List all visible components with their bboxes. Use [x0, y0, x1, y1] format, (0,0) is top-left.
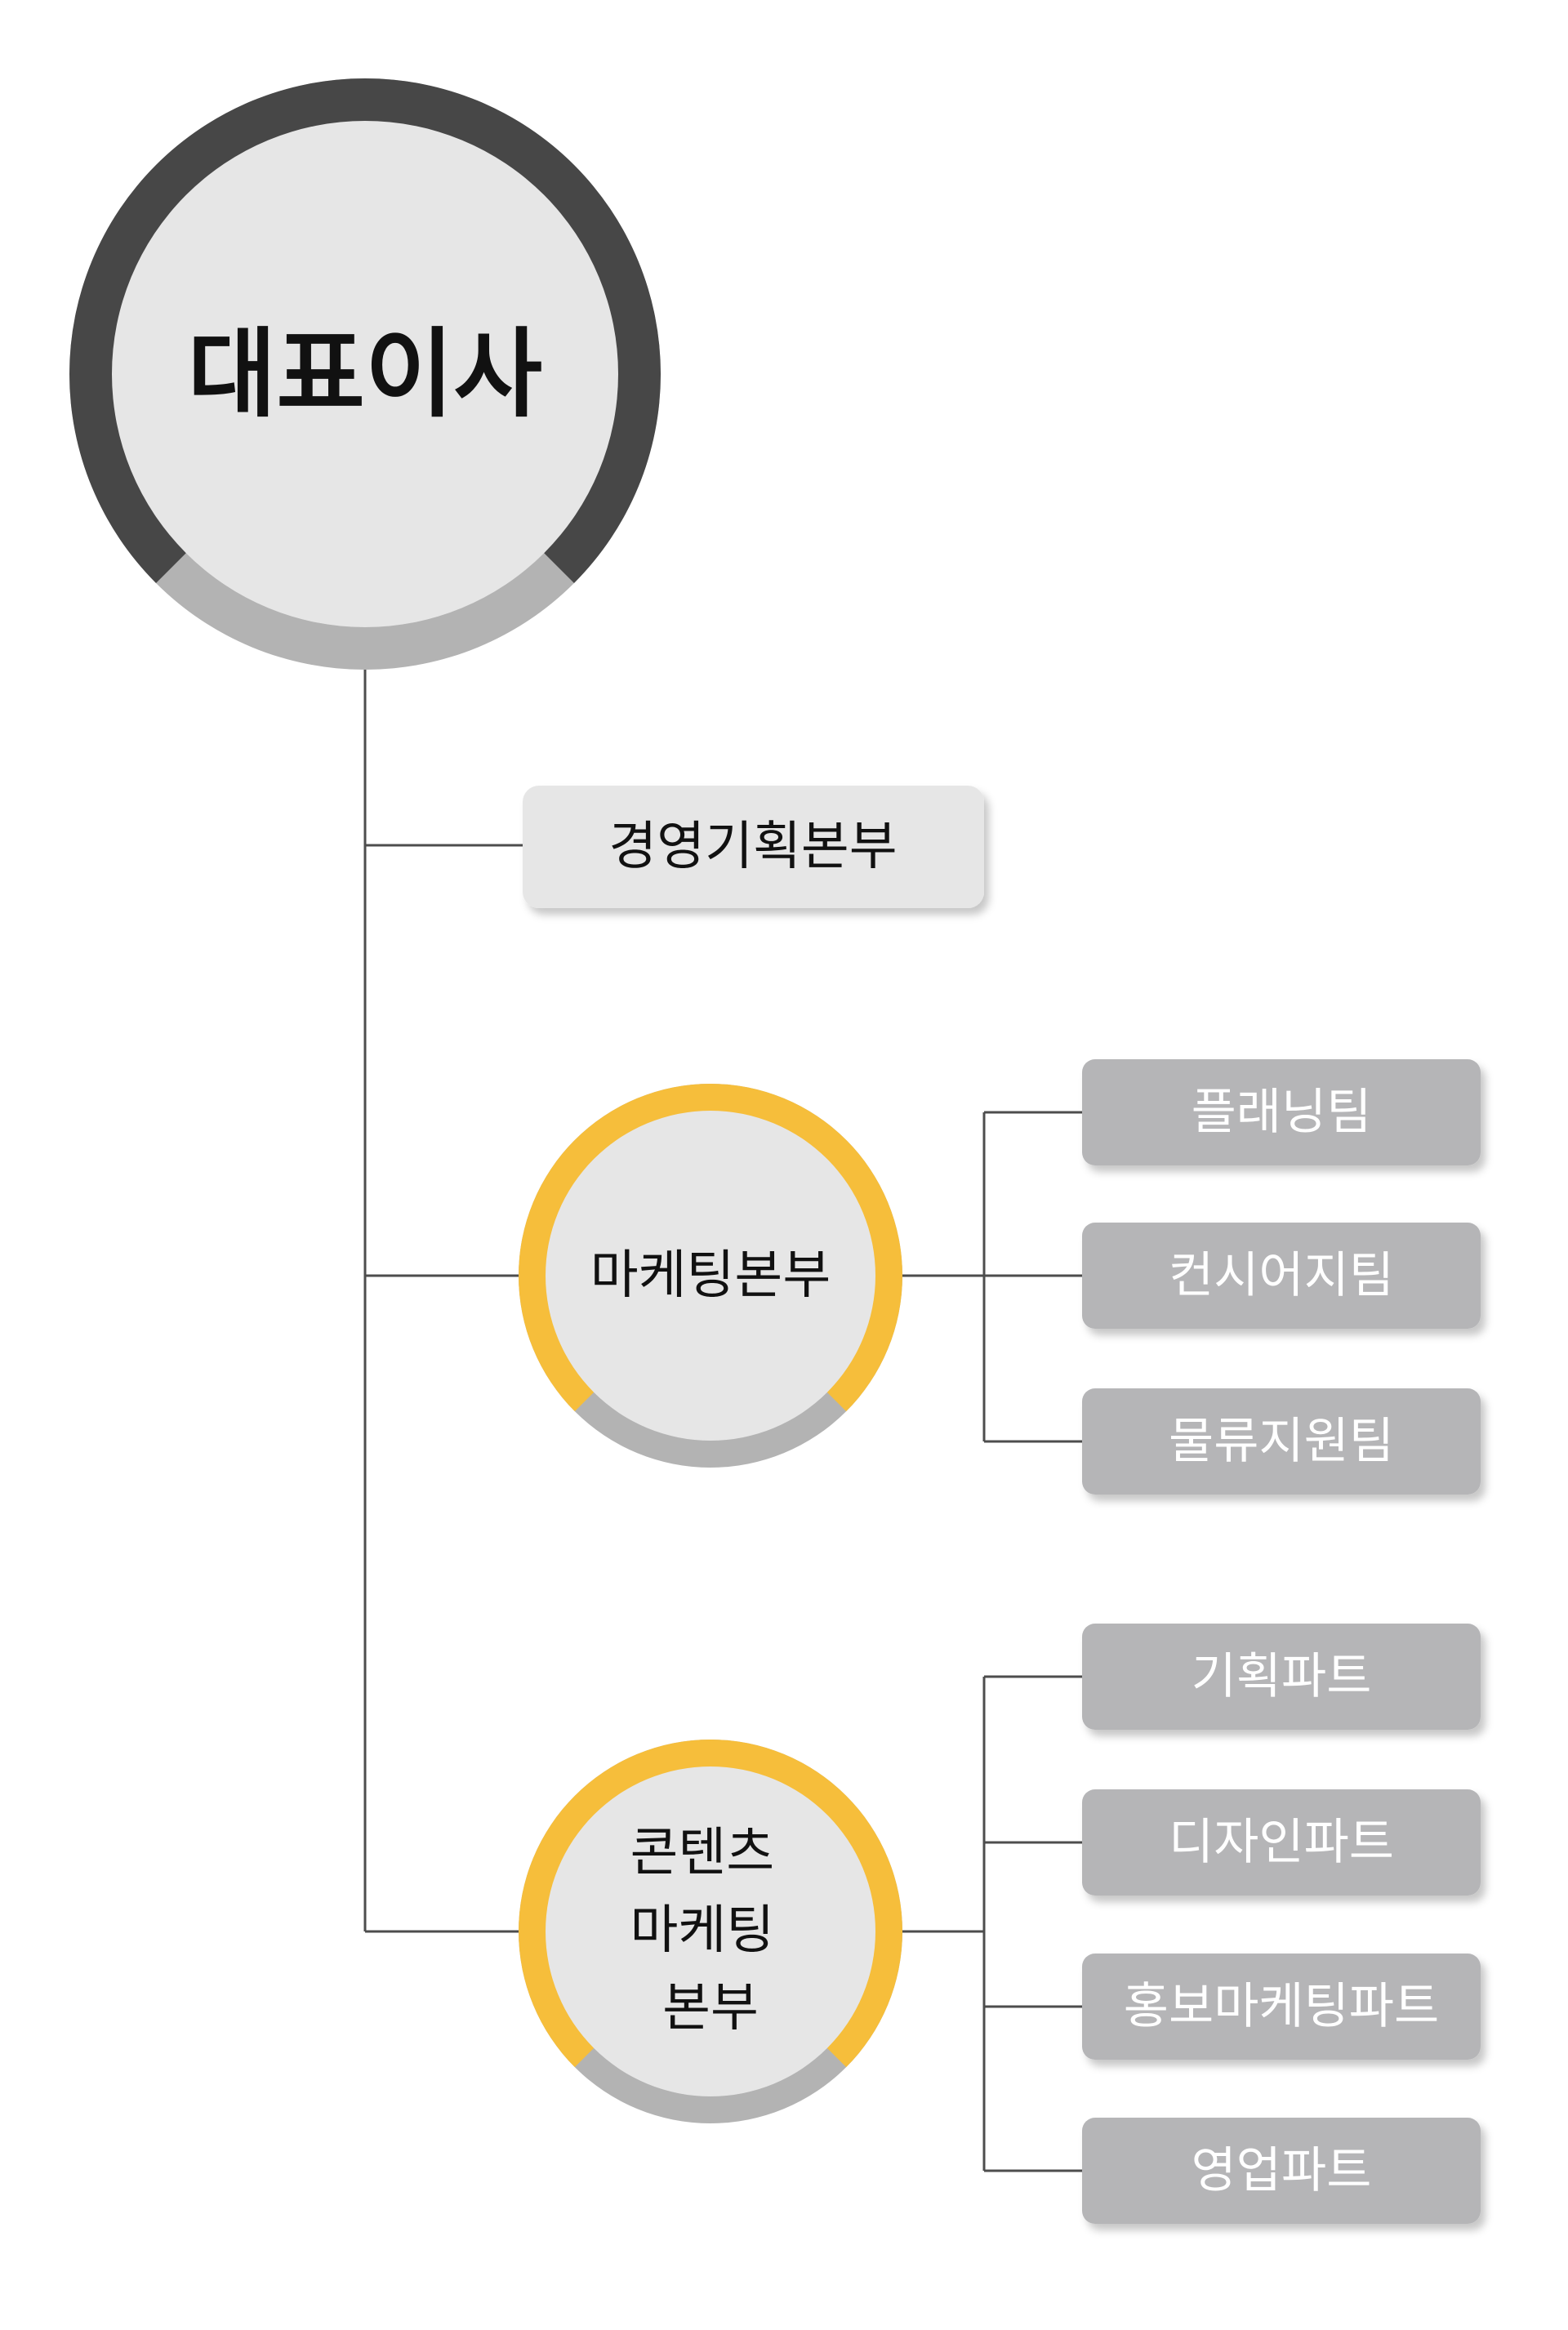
marketing-teams: 플래닝팀 컨시어지팀 물류지원팀	[1082, 1059, 1481, 1495]
ceo-node: 대표이사	[69, 78, 661, 670]
team-box: 플래닝팀	[1082, 1059, 1481, 1165]
marketing-division-label: 마케팅본부	[590, 1245, 831, 1306]
team-label: 물류지원팀	[1169, 1413, 1394, 1470]
part-label: 영업파트	[1192, 2142, 1372, 2199]
part-label: 홍보마케팅파트	[1124, 1978, 1439, 2035]
team-box: 물류지원팀	[1082, 1388, 1481, 1495]
part-box: 영업파트	[1082, 2118, 1481, 2224]
team-box-rect	[1082, 1059, 1481, 1165]
ceo-circle	[112, 121, 618, 627]
content-division-label-line-2: 마케팅	[630, 1900, 775, 1961]
team-label: 플래닝팀	[1192, 1084, 1372, 1141]
part-box: 홍보마케팅파트	[1082, 1954, 1481, 2060]
team-box: 컨시어지팀	[1082, 1223, 1481, 1329]
planning-division-label: 경영기획본부	[608, 817, 897, 877]
team-box-rect	[1082, 1223, 1481, 1329]
content-division-node: 콘텐츠 마케팅 본부	[518, 1739, 902, 2123]
part-label: 기획파트	[1192, 1648, 1372, 1705]
part-box: 디자인파트	[1082, 1789, 1481, 1896]
content-division-label-line-1: 콘텐츠	[630, 1823, 775, 1883]
team-label: 컨시어지팀	[1169, 1247, 1394, 1304]
part-box-rect	[1082, 1789, 1481, 1896]
marketing-division-circle	[546, 1111, 875, 1441]
part-box-rect	[1082, 1954, 1481, 2060]
part-box-rect	[1082, 1624, 1481, 1730]
content-division-label: 콘텐츠 마케팅 본부	[630, 1823, 791, 2038]
planning-division-rect	[523, 786, 984, 908]
part-box: 기획파트	[1082, 1624, 1481, 1730]
connector-lines	[363, 670, 1082, 2172]
content-parts: 기획파트 디자인파트 홍보마케팅파트 영업파트	[1082, 1624, 1481, 2224]
part-label: 디자인파트	[1169, 1814, 1394, 1871]
ceo-label: 대표이사	[188, 318, 542, 430]
planning-division-box: 경영기획본부	[523, 786, 984, 908]
content-division-label-line-3: 본부	[662, 1978, 759, 2038]
marketing-division-node: 마케팅본부	[519, 1083, 903, 1468]
content-division-circle	[546, 1766, 875, 2096]
team-box-rect	[1082, 1388, 1481, 1495]
part-box-rect	[1082, 2118, 1481, 2224]
